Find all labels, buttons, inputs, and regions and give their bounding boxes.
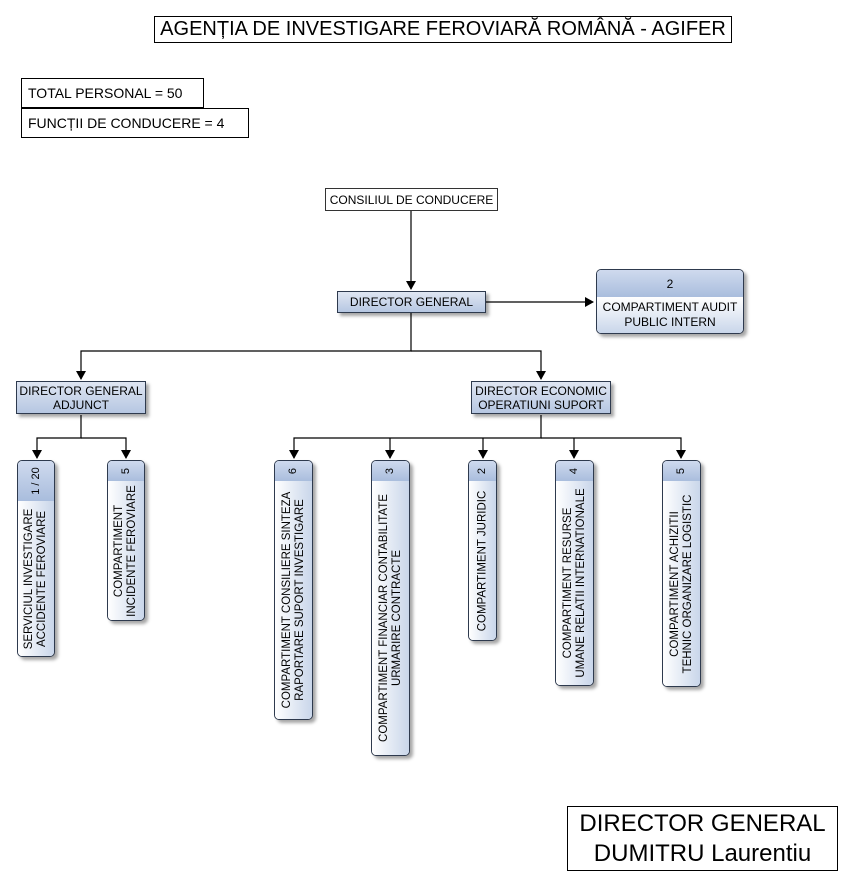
unit-count-header: 2 bbox=[469, 461, 496, 482]
director-general-label: DIRECTOR GENERAL bbox=[349, 295, 474, 309]
unit-body: COMPARTIMENT RESURSE UMANE RELATII INTER… bbox=[556, 481, 593, 685]
unit-line1: COMPARTIMENT bbox=[113, 504, 125, 597]
unit-count: 3 bbox=[384, 467, 397, 475]
unit-line1: COMPARTIMENT ACHIZITII bbox=[668, 510, 681, 657]
unit-count: 1 / 20 bbox=[30, 467, 42, 495]
unit-text: COMPARTIMENT INCIDENTE FEROVIARE bbox=[113, 485, 139, 617]
audit-line2: PUBLIC INTERN bbox=[624, 315, 716, 329]
unit-count: 6 bbox=[287, 467, 300, 475]
unit-count: 5 bbox=[120, 467, 132, 475]
unit-line2: TEHNIC ORGANIZARE LOGISTIC bbox=[681, 494, 694, 673]
unit-line2: URMARIRE CONTRACTE bbox=[390, 549, 403, 687]
dga-to-unit2-line bbox=[81, 437, 131, 459]
dg-to-dga-line bbox=[76, 313, 412, 380]
unit-count-header: 5 bbox=[108, 461, 144, 482]
unit-card: 5 COMPARTIMENT ACHIZITII TEHNIC ORGANIZA… bbox=[662, 460, 701, 687]
unit-text: COMPARTIMENT CONSILIERE SINTEZA RAPORTAR… bbox=[281, 492, 307, 709]
unit-body: COMPARTIMENT JURIDIC bbox=[469, 481, 496, 640]
unit-text: COMPARTIMENT RESURSE UMANE RELATII INTER… bbox=[562, 488, 588, 677]
unit-line2: INCIDENTE FEROVIARE bbox=[126, 484, 138, 617]
unit-body: COMPARTIMENT INCIDENTE FEROVIARE bbox=[108, 481, 144, 620]
unit-body: COMPARTIMENT FINANCIAR CONTABILITATE URM… bbox=[372, 481, 409, 755]
dga-line1: DIRECTOR GENERAL bbox=[19, 383, 143, 398]
dga-box: DIRECTOR GENERAL ADJUNCT bbox=[16, 381, 146, 414]
unit-line2: RAPORTARE SUPORT INVESTIGARE bbox=[293, 499, 306, 701]
unit-line2: UMANE RELATII INTERNATIONALE bbox=[574, 488, 587, 678]
unit-line1: COMPARTIMENT JURIDIC bbox=[476, 490, 488, 631]
director-general-box: DIRECTOR GENERAL bbox=[337, 291, 486, 313]
consiliu-label: CONSILIUL DE CONDUCERE bbox=[329, 192, 494, 207]
unit-card: 5 COMPARTIMENT INCIDENTE FEROVIARE bbox=[107, 460, 145, 621]
total-personal-box: TOTAL PERSONAL = 50 bbox=[21, 78, 204, 108]
unit-card: 2 COMPARTIMENT JURIDIC bbox=[468, 460, 497, 641]
dir-econ-line1: DIRECTOR ECONOMIC bbox=[475, 383, 607, 398]
unit-text: COMPARTIMENT ACHIZITII TEHNIC ORGANIZARE… bbox=[669, 494, 695, 673]
audit-count: 2 bbox=[597, 270, 743, 298]
unit-line1: COMPARTIMENT FINANCIAR CONTABILITATE bbox=[377, 494, 390, 742]
audit-body: COMPARTIMENT AUDIT PUBLIC INTERN bbox=[597, 297, 743, 333]
unit-body: COMPARTIMENT ACHIZITII TEHNIC ORGANIZARE… bbox=[663, 481, 700, 686]
audit-card: 2 COMPARTIMENT AUDIT PUBLIC INTERN bbox=[596, 269, 744, 334]
unit-card: 6 COMPARTIMENT CONSILIERE SINTEZA RAPORT… bbox=[274, 460, 313, 720]
unit-count-header: 5 bbox=[663, 461, 700, 482]
signature-name: DUMITRU Laurentiu bbox=[593, 840, 812, 867]
functii-conducere-box: FUNCȚII DE CONDUCERE = 4 bbox=[21, 108, 249, 138]
page-title: AGENȚIA DE INVESTIGARE FEROVIARĂ ROMÂNĂ … bbox=[154, 16, 732, 43]
unit-text: SERVICIUL INVESTIGARE ACCIDENTE FEROVIAR… bbox=[23, 508, 49, 649]
unit-count-header: 6 bbox=[275, 461, 312, 482]
unit-body: COMPARTIMENT CONSILIERE SINTEZA RAPORTAR… bbox=[275, 481, 312, 719]
dg-to-direcon-line bbox=[411, 350, 546, 380]
dga-to-unit1-line bbox=[32, 415, 82, 459]
de-to-unit7-line bbox=[541, 437, 686, 459]
signature-role: DIRECTOR GENERAL bbox=[579, 810, 826, 837]
unit-card: 3 COMPARTIMENT FINANCIAR CONTABILITATE U… bbox=[371, 460, 410, 756]
unit-card: 1 / 20 SERVICIUL INVESTIGARE ACCIDENTE F… bbox=[17, 460, 55, 657]
unit-count: 2 bbox=[476, 467, 489, 475]
unit-count-header: 1 / 20 bbox=[18, 461, 54, 502]
audit-line1: COMPARTIMENT AUDIT bbox=[602, 300, 738, 314]
dir-econ-line2: OPERATIUNI SUPORT bbox=[478, 397, 604, 412]
unit-line2: ACCIDENTE FEROVIARE bbox=[36, 510, 48, 647]
unit-count-header: 3 bbox=[372, 461, 409, 482]
de-to-unit3-line bbox=[289, 415, 542, 459]
unit-card: 4 COMPARTIMENT RESURSE UMANE RELATII INT… bbox=[555, 460, 594, 686]
unit-count: 4 bbox=[568, 467, 581, 475]
unit-count: 5 bbox=[675, 467, 688, 475]
unit-line1: COMPARTIMENT CONSILIERE SINTEZA bbox=[280, 491, 293, 709]
unit-text: COMPARTIMENT FINANCIAR CONTABILITATE URM… bbox=[378, 494, 404, 742]
director-economic-box: DIRECTOR ECONOMIC OPERATIUNI SUPORT bbox=[471, 381, 611, 414]
dga-line2: ADJUNCT bbox=[52, 397, 109, 412]
unit-line1: COMPARTIMENT RESURSE bbox=[561, 507, 574, 659]
unit-text: COMPARTIMENT JURIDIC bbox=[476, 490, 489, 631]
unit-body: SERVICIUL INVESTIGARE ACCIDENTE FEROVIAR… bbox=[18, 501, 54, 656]
unit-count-header: 4 bbox=[556, 461, 593, 482]
consiliu-box: CONSILIUL DE CONDUCERE bbox=[325, 188, 498, 211]
signature-box: DIRECTOR GENERAL DUMITRU Laurentiu bbox=[567, 806, 838, 871]
unit-line1: SERVICIUL INVESTIGARE bbox=[23, 508, 35, 649]
